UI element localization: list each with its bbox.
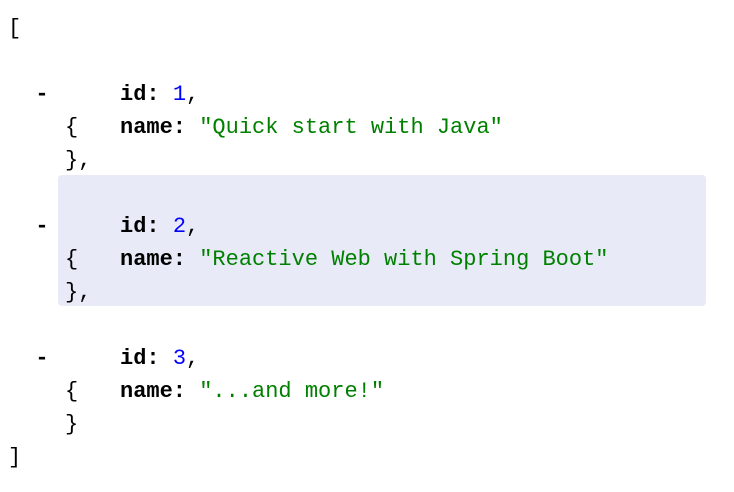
id-key: id: [120,346,160,371]
collapse-toggle-3[interactable]: - [35,346,49,371]
array-close-bracket: ] [8,445,22,470]
object-2-open-brace: { [65,247,79,272]
id-value: 2 [172,214,187,239]
name-value: "...and more!" [199,379,385,404]
id-key: id: [120,82,160,107]
object-3-name-row: name: "...and more!" [120,375,384,408]
id-key: id: [120,214,160,239]
object-1-open-line: - { [0,45,734,140]
comma: , [186,214,200,239]
collapse-toggle-2[interactable]: - [35,214,49,239]
object-3-open-line: - { [0,309,734,404]
object-2-open-line: - { [0,177,734,272]
object-1-open-brace: { [65,115,79,140]
name-key: name: [120,115,187,140]
collapse-toggle-1[interactable]: - [35,82,49,107]
name-key: name: [120,247,187,272]
name-value: "Quick start with Java" [199,115,503,140]
object-2-id-row: id: 2, [120,210,199,243]
object-2-close-brace: }, [65,280,92,305]
name-value: "Reactive Web with Spring Boot" [199,247,609,272]
comma: , [186,82,200,107]
id-value: 3 [172,346,187,371]
object-1-close-brace: }, [65,148,92,173]
object-1-name-row: name: "Quick start with Java" [120,111,503,144]
array-open-bracket: [ [8,16,22,41]
id-value: 1 [172,82,187,107]
object-3-close-brace: } [65,412,79,437]
comma: , [186,346,200,371]
object-2-name-row: name: "Reactive Web with Spring Boot" [120,243,609,276]
object-3-open-brace: { [65,379,79,404]
name-key: name: [120,379,187,404]
object-1-id-row: id: 1, [120,78,199,111]
object-hover-highlight [58,175,706,306]
object-3-id-row: id: 3, [120,342,199,375]
